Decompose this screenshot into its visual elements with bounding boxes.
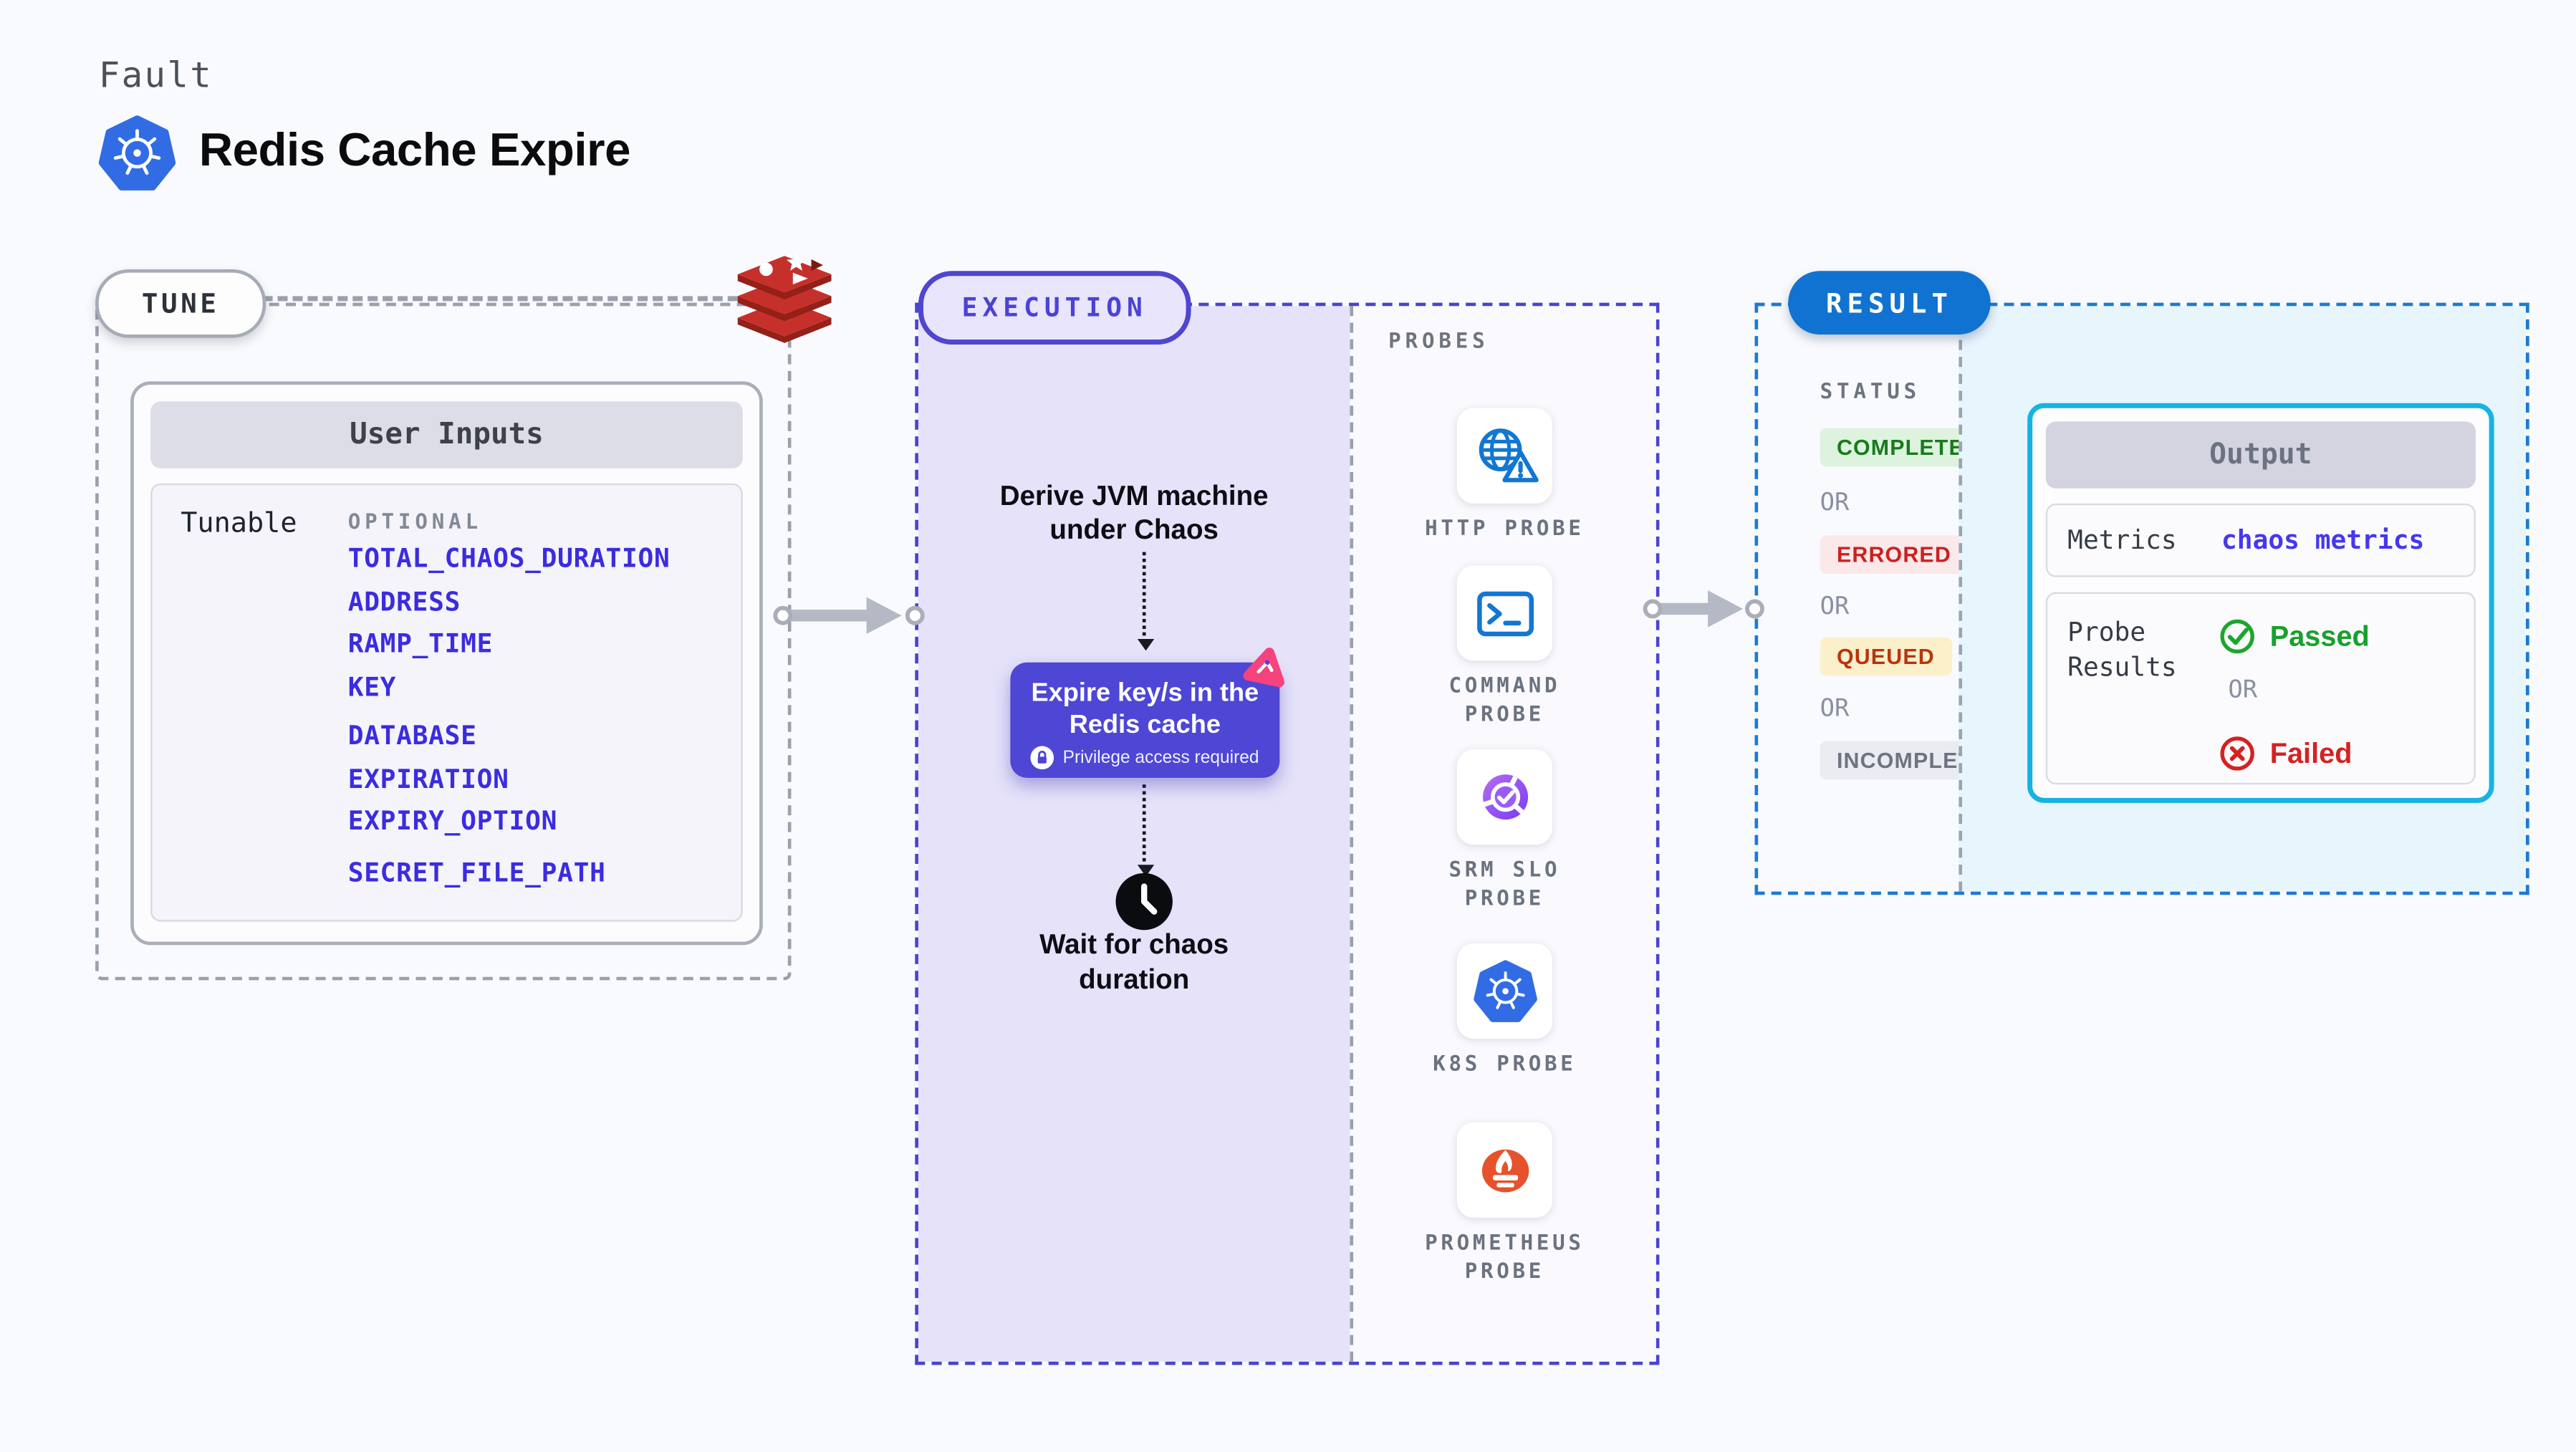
probe-label: SRM SLO PROBE xyxy=(1448,856,1561,910)
tune-container xyxy=(95,302,792,981)
or-label: OR xyxy=(2228,677,2258,705)
probe-label: COMMAND PROBE xyxy=(1448,672,1561,726)
user-inputs-card: User Inputs Tunable OPTIONAL TOTAL_CHAOS… xyxy=(130,381,763,946)
kubernetes-logo-icon xyxy=(98,115,176,191)
x-circle-icon xyxy=(2220,736,2254,771)
or-label: OR xyxy=(1820,593,1850,621)
probe-item-srm-slo: SRM SLO PROBE xyxy=(1353,749,1656,912)
status-badge-queued: QUEUED xyxy=(1820,637,1952,676)
user-inputs-title: User Inputs xyxy=(150,401,743,468)
probes-label: PROBES xyxy=(1388,327,1489,353)
redis-logo-icon xyxy=(737,252,832,343)
probe-label: HTTP PROBE xyxy=(1425,515,1585,541)
user-inputs-body: Tunable OPTIONAL TOTAL_CHAOS_DURATION AD… xyxy=(150,483,743,922)
derive-jvm-text: Derive JVM machine under Chaos xyxy=(999,481,1269,546)
param-total-chaos-duration[interactable]: TOTAL_CHAOS_DURATION xyxy=(347,543,671,574)
result-container: STATUS COMPLETED OR ERRORED OR QUEUED OR… xyxy=(1754,302,2529,895)
param-expiry-option[interactable]: EXPIRY_OPTION xyxy=(347,806,558,837)
chaos-action-node: Expire key/s in the Redis cache Privileg… xyxy=(1010,662,1280,778)
probe-results-label: Probe Results xyxy=(2067,617,2177,683)
slo-gauge-icon xyxy=(1456,749,1552,845)
prometheus-icon xyxy=(1456,1122,1552,1218)
lock-icon xyxy=(1031,746,1054,770)
result-badge: RESULT xyxy=(1788,271,1991,335)
param-secret-file-path[interactable]: SECRET_FILE_PATH xyxy=(347,857,606,888)
chaos-burst-icon xyxy=(1243,648,1284,688)
execution-container: Derive JVM machine under Chaos Expire ke… xyxy=(915,302,1660,1365)
metrics-row: Metrics chaos metrics xyxy=(2045,503,2476,577)
status-column: STATUS COMPLETED OR ERRORED OR QUEUED OR… xyxy=(1758,306,2022,891)
probe-passed-row: Passed xyxy=(2218,617,2370,656)
flow-arrow-execution-to-result-icon xyxy=(1643,590,1764,628)
dotted-connector xyxy=(1142,784,1146,862)
dotted-connector xyxy=(1142,552,1146,636)
tune-badge: TUNE xyxy=(95,269,266,338)
chaos-metrics-link[interactable]: chaos metrics xyxy=(2221,525,2425,556)
kubernetes-icon xyxy=(1456,943,1552,1039)
status-label: STATUS xyxy=(1820,378,1921,403)
privilege-note: Privilege access required xyxy=(1062,747,1259,768)
output-title: Output xyxy=(2045,421,2476,489)
param-database[interactable]: DATABASE xyxy=(347,721,477,751)
optional-label: OPTIONAL xyxy=(347,508,483,534)
globe-alert-icon xyxy=(1456,408,1552,504)
status-badge-errored: ERRORED xyxy=(1820,535,1969,574)
fault-eyebrow: Fault xyxy=(98,55,213,96)
tune-redis-connector xyxy=(262,296,738,302)
probe-label: K8S PROBE xyxy=(1433,1050,1577,1076)
flow-arrow-tune-to-execution-icon xyxy=(773,597,925,635)
probe-item-prometheus: PROMETHEUS PROBE xyxy=(1353,1122,1656,1285)
clock-icon xyxy=(1115,872,1173,931)
probe-item-k8s: K8S PROBE xyxy=(1353,943,1656,1077)
metrics-label: Metrics xyxy=(2067,525,2177,556)
probe-item-http: HTTP PROBE xyxy=(1353,408,1656,542)
param-ramp-time[interactable]: RAMP_TIME xyxy=(347,628,494,660)
output-card: Output Metrics chaos metrics Probe Resul… xyxy=(2027,403,2494,803)
or-label: OR xyxy=(1820,490,1850,517)
page-title: Redis Cache Expire xyxy=(198,123,631,176)
dotted-arrowhead-icon xyxy=(1136,639,1154,651)
param-address[interactable]: ADDRESS xyxy=(347,587,461,617)
check-circle-icon xyxy=(2220,619,2254,654)
param-expiration[interactable]: EXPIRATION xyxy=(347,764,509,795)
execution-flow-area: Derive JVM machine under Chaos Expire ke… xyxy=(918,306,1350,1362)
param-key[interactable]: KEY xyxy=(347,672,397,703)
probes-panel: PROBES HTTP PROBE xyxy=(1350,306,1656,1362)
probe-results-row: Probe Results Passed OR xyxy=(2045,592,2476,785)
probe-item-command: COMMAND PROBE xyxy=(1353,565,1656,728)
terminal-icon xyxy=(1456,565,1552,661)
result-output-area: Output Metrics chaos metrics Probe Resul… xyxy=(1959,306,2527,892)
probe-failed-row: Failed xyxy=(2218,734,2352,773)
probe-label: PROMETHEUS PROBE xyxy=(1425,1229,1585,1284)
tunable-label: Tunable xyxy=(181,506,297,539)
wait-duration-text: Wait for chaos duration xyxy=(1039,930,1229,996)
or-label: OR xyxy=(1820,696,1850,723)
execution-badge: EXECUTION xyxy=(918,271,1191,345)
